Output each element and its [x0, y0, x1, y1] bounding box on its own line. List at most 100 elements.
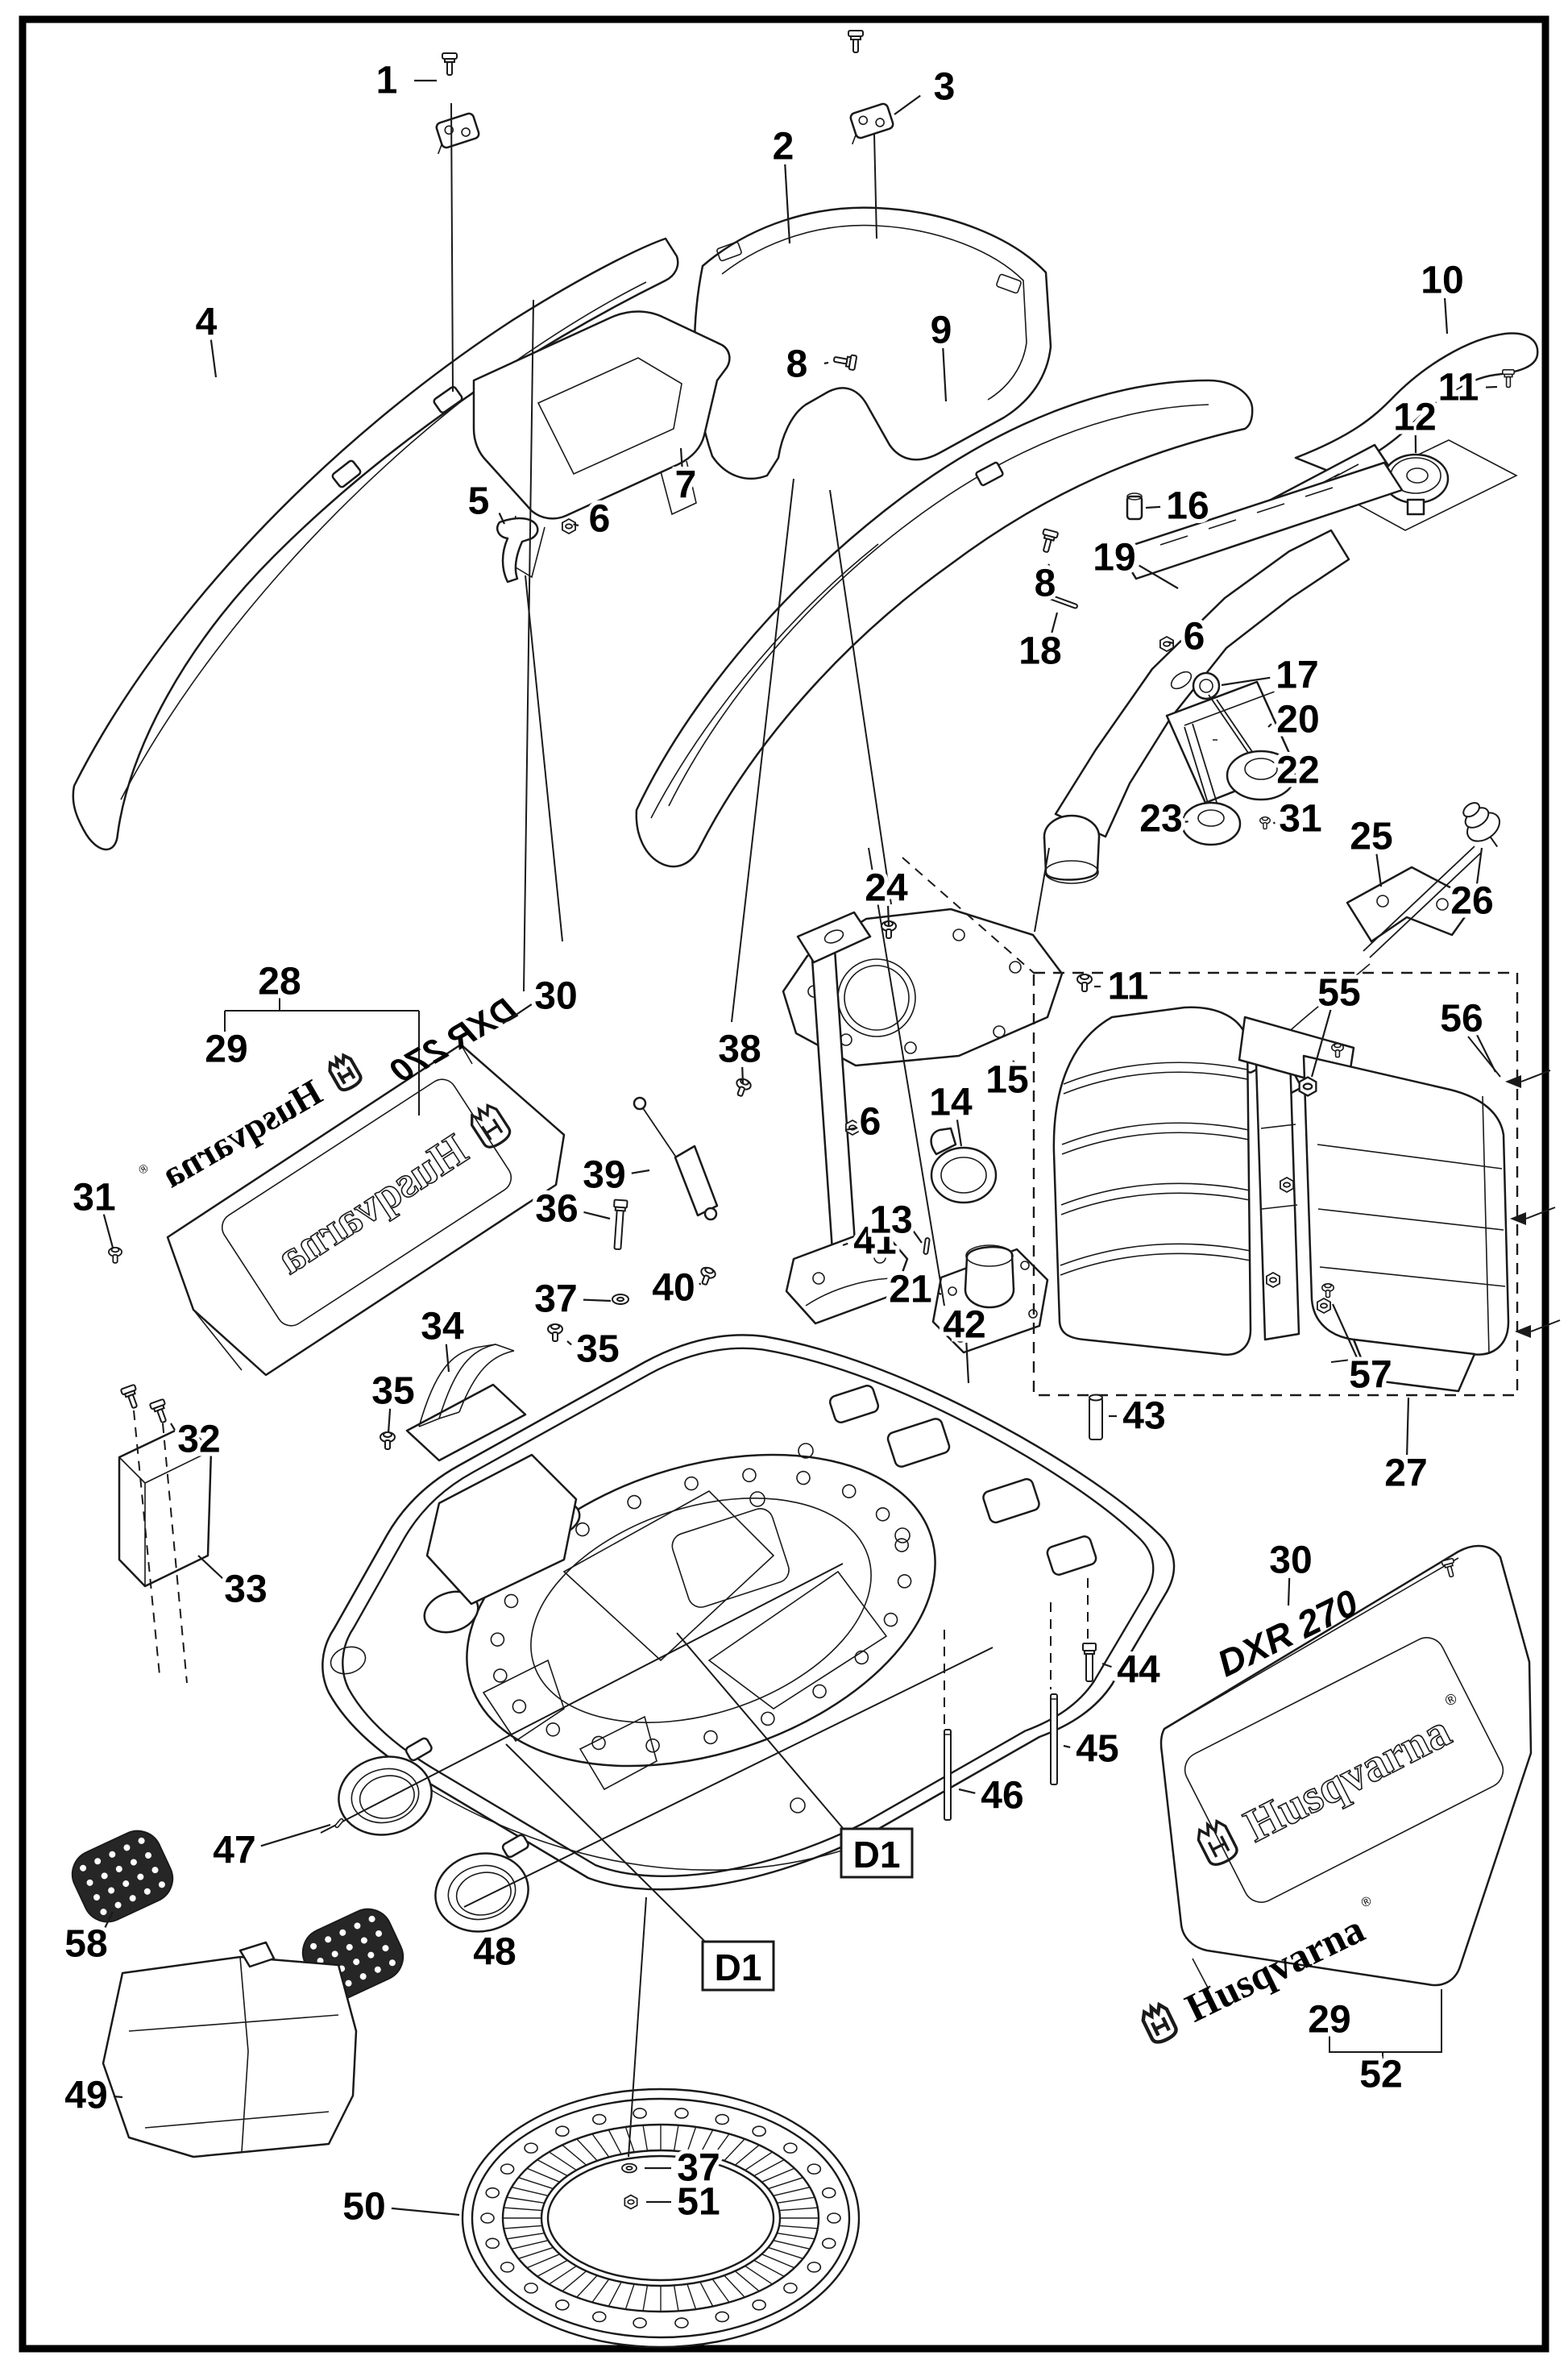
leader-line	[1485, 385, 1498, 388]
callout-11: 11	[1438, 367, 1479, 409]
screw-icon	[120, 1384, 138, 1409]
leader-line	[784, 164, 791, 244]
construction-line	[1034, 847, 1050, 933]
construction-line	[902, 857, 1035, 974]
callout-18: 18	[1018, 630, 1061, 673]
construction-line	[505, 1743, 708, 1945]
part-7-tray	[472, 310, 731, 520]
static-parts	[71, 102, 1539, 2349]
callout-6: 6	[860, 1101, 881, 1144]
stud-icon	[613, 1199, 628, 1251]
washer-icon	[621, 2162, 637, 2174]
leader-line	[1063, 1744, 1071, 1748]
leader-line	[1145, 505, 1161, 509]
callout-7: 7	[675, 464, 697, 507]
construction-line	[829, 489, 892, 905]
leader-line	[1221, 676, 1271, 687]
pin-icon	[1046, 593, 1078, 609]
callout-33: 33	[224, 1568, 267, 1611]
nut-icon	[1159, 635, 1175, 653]
callout-41: 41	[853, 1220, 896, 1263]
callout-49: 49	[64, 2075, 107, 2117]
part-16-bushing	[1126, 492, 1143, 521]
construction-line	[320, 1563, 844, 1834]
leader-line	[583, 1298, 612, 1302]
nut-icon	[1316, 1297, 1332, 1315]
callout-12: 12	[1393, 397, 1436, 439]
callout-42: 42	[943, 1304, 985, 1347]
callout-11: 11	[1108, 966, 1149, 1008]
bolt-icon	[700, 1266, 716, 1286]
callout-43: 43	[1122, 1395, 1165, 1438]
arrow-icon	[1505, 1070, 1551, 1088]
leader-line	[102, 1214, 114, 1248]
callout-22: 22	[1276, 750, 1319, 792]
leader-line	[1272, 821, 1276, 825]
leader-line	[498, 513, 505, 525]
callout-35: 35	[371, 1370, 414, 1413]
leader-line	[566, 1340, 572, 1346]
leader-line	[937, 1291, 942, 1295]
callout-28: 28	[258, 961, 301, 1003]
leader-line	[1267, 723, 1272, 728]
nut-icon	[1279, 1176, 1295, 1194]
callout-23: 23	[1139, 798, 1182, 841]
callout-39: 39	[583, 1154, 625, 1197]
leader-line	[170, 1423, 176, 1431]
nut-icon	[1265, 1271, 1281, 1289]
leader-line	[209, 339, 218, 378]
bolt-icon	[380, 1431, 396, 1450]
pin-icon	[923, 1237, 931, 1255]
part-33-bracket	[118, 1423, 213, 1588]
screw-icon	[1042, 528, 1059, 553]
callout-21: 21	[889, 1269, 931, 1311]
leader-line	[197, 1555, 225, 1581]
leader-line	[1278, 775, 1294, 784]
callout-27: 27	[1384, 1452, 1427, 1495]
callout-31: 31	[73, 1177, 115, 1219]
part-27-cover-right	[1302, 1054, 1510, 1393]
callout-17: 17	[1276, 654, 1318, 697]
cyl-icon	[1089, 1394, 1103, 1440]
callout-29: 29	[1308, 1999, 1350, 2042]
part-49-cover	[102, 1941, 358, 2158]
callout-37: 37	[534, 1278, 577, 1321]
leader-line	[1375, 854, 1383, 887]
screw-icon	[1441, 1557, 1454, 1578]
construction-line	[525, 575, 563, 942]
bolt-icon	[1330, 1042, 1345, 1058]
leader-line	[1331, 1303, 1359, 1361]
callout-30: 30	[534, 975, 577, 1018]
husqvarna-crown-icon	[328, 1053, 363, 1092]
leader-line	[1310, 1009, 1332, 1078]
leader-line	[887, 905, 890, 928]
part-21-flange	[931, 1244, 1049, 1354]
screw-icon	[442, 52, 458, 76]
leader-line	[699, 1282, 702, 1286]
callout-52: 52	[1359, 2054, 1402, 2096]
bolt-icon	[1076, 974, 1093, 992]
callout-47: 47	[213, 1830, 255, 1872]
callout-8: 8	[1035, 563, 1056, 605]
leader-line	[387, 1408, 392, 1434]
leader-line	[391, 2207, 460, 2216]
callout-32: 32	[177, 1419, 220, 1461]
leader-line	[445, 1344, 450, 1373]
arrow-icon	[1510, 1207, 1556, 1225]
callout-5: 5	[468, 480, 490, 523]
leader-line	[1168, 641, 1174, 645]
bolt-icon	[547, 1323, 563, 1342]
svg-text:®: ®	[137, 1162, 151, 1178]
leader-line	[679, 447, 683, 468]
leader-line	[583, 1211, 611, 1220]
leader-line	[1047, 563, 1051, 567]
part-48-ring	[425, 1831, 546, 1942]
leader-line	[1182, 820, 1188, 824]
detail-box	[840, 1827, 914, 1879]
leader-line	[842, 1242, 848, 1247]
bolt-icon	[107, 1246, 123, 1264]
leader-line	[965, 1342, 970, 1384]
callout-15: 15	[985, 1059, 1028, 1102]
callout-13: 13	[869, 1199, 912, 1242]
